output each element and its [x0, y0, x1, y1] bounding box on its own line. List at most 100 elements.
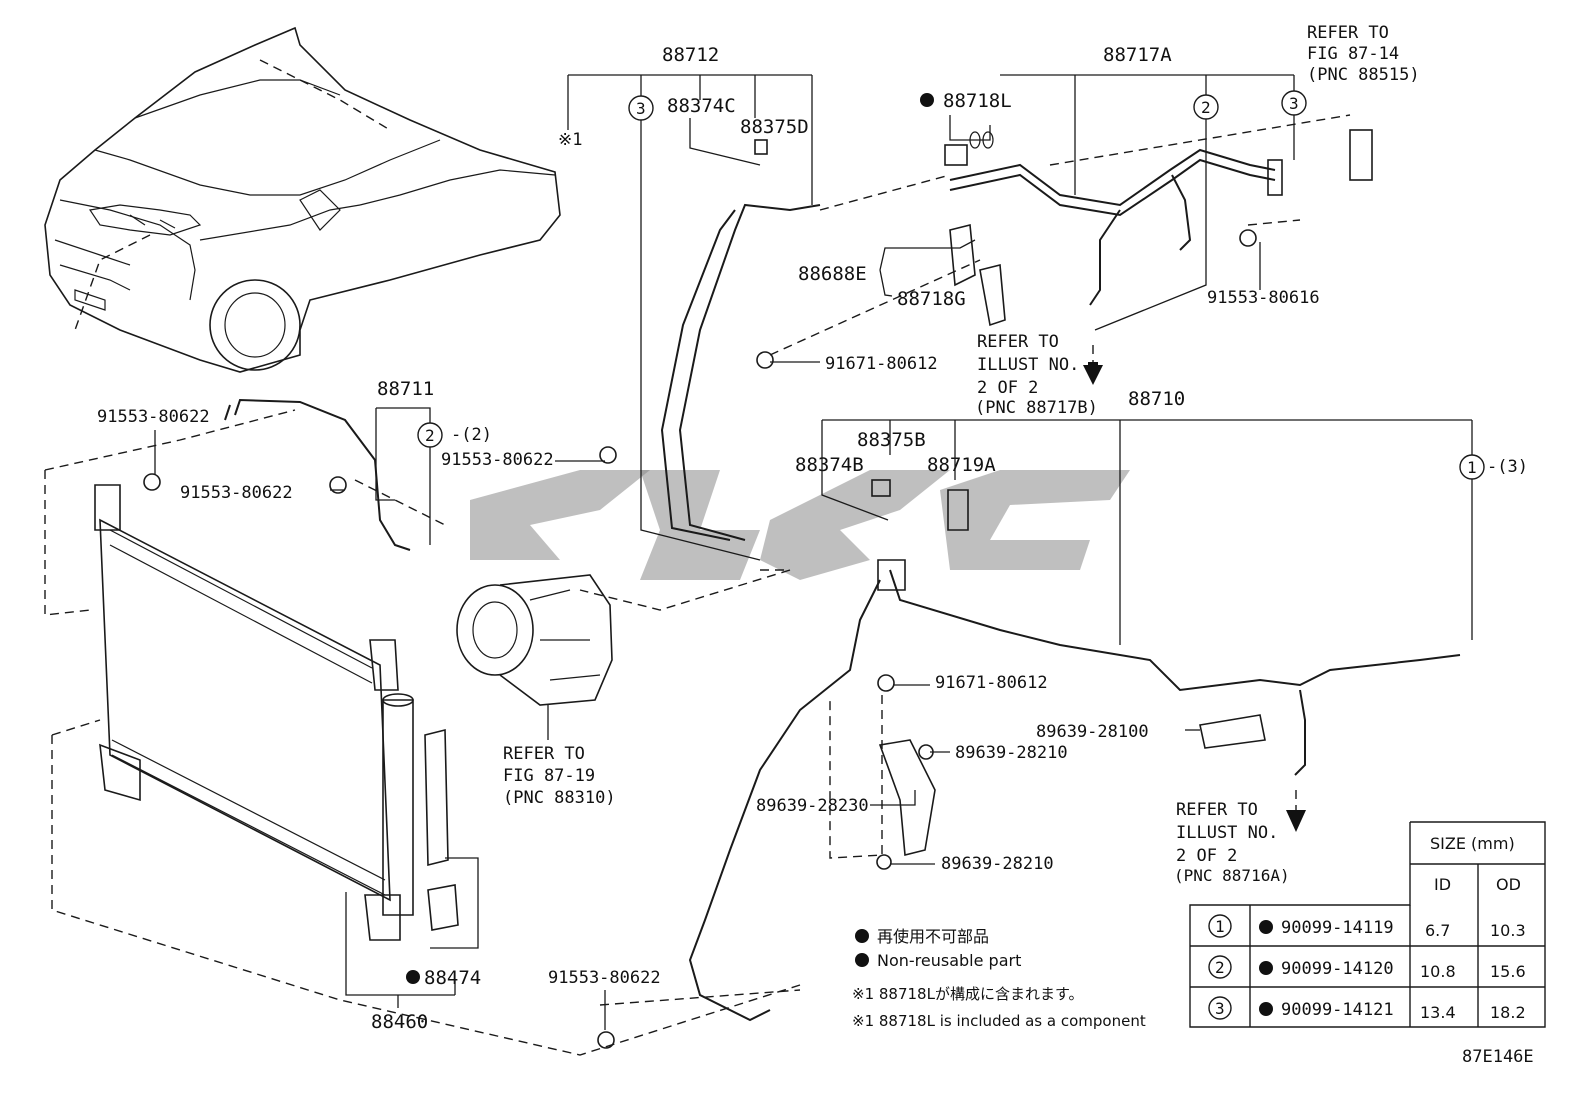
size-mark-3-a-text: 3: [636, 99, 646, 118]
bracket-89639-28230[interactable]: [878, 739, 936, 857]
non-reusable-dot-icon: [1259, 961, 1273, 975]
size-table-od-1: 10.3: [1490, 921, 1526, 940]
size-table-part-3[interactable]: 90099-14121: [1281, 1000, 1394, 1020]
tube-88717A[interactable]: [949, 148, 1276, 207]
refer-illust-b-line2: ILLUST NO.: [1176, 823, 1278, 843]
labels-top: 88712 88374C 88375D ※1 88717A 88718L REF…: [97, 23, 1528, 503]
non-reusable-dot-icon: [855, 953, 869, 967]
arrow-down-icon: [1083, 365, 1103, 385]
bracket-88688E[interactable]: [949, 223, 976, 287]
part-label-88688E[interactable]: 88688E: [798, 263, 867, 285]
part-label-88712[interactable]: 88712: [662, 44, 719, 66]
part-label-91553-80616[interactable]: 91553-80616: [1207, 288, 1320, 308]
part-label-89639-28100[interactable]: 89639-28100: [1036, 722, 1149, 742]
size-mark-1-a-text: 1: [1467, 458, 1477, 477]
bolt-91671-80612-a[interactable]: [756, 351, 774, 369]
part-label-88718L[interactable]: 88718L: [943, 90, 1012, 112]
part-label-91671-80612-a[interactable]: 91671-80612: [825, 354, 938, 374]
clamp-88718G[interactable]: [979, 263, 1006, 327]
bolt-91553-80622-b[interactable]: [329, 476, 347, 494]
size-table-mark-2: [1208, 955, 1232, 979]
part-label-88711[interactable]: 88711: [377, 378, 434, 400]
vehicle-illustration: [44, 26, 561, 373]
size-mark-2-a-text: 2: [1201, 98, 1211, 117]
part-label-88375D[interactable]: 88375D: [740, 116, 809, 138]
part-label-88719A[interactable]: 88719A: [927, 454, 996, 476]
refer-fig87-14-line3: (PNC 88515): [1307, 65, 1420, 85]
dryer-88474[interactable]: [427, 884, 459, 931]
cap-88375D[interactable]: [754, 139, 768, 155]
note1-en: ※1 88718L is included as a component: [852, 1012, 1146, 1030]
size-table-col-od: OD: [1496, 875, 1521, 894]
suction-hose-88712[interactable]: [678, 203, 821, 541]
part-label-89639-28210-a[interactable]: 89639-28210: [955, 743, 1068, 763]
tube-joint[interactable]: [1267, 159, 1283, 196]
part-label-89639-28210-b[interactable]: 89639-28210: [941, 854, 1054, 874]
refer-illust-a-line3: 2 OF 2: [977, 378, 1038, 398]
bolt-91553-80622-d[interactable]: [597, 1031, 615, 1049]
nut-89639-28210-a[interactable]: [918, 744, 934, 760]
size-table-mark-1-text: 1: [1215, 917, 1225, 936]
bolt-91671-80612-b[interactable]: [877, 674, 895, 692]
condenser-88460[interactable]: [94, 484, 414, 941]
size-table-id-2: 10.8: [1420, 962, 1456, 981]
refer-fig87-19-line1: REFER TO: [503, 744, 585, 764]
part-label-88374B[interactable]: 88374B: [795, 454, 864, 476]
refer-illust-b-line3: 2 OF 2: [1176, 846, 1237, 866]
liquid-tube-88710-lower[interactable]: [688, 579, 881, 1022]
cap-88375B[interactable]: [871, 479, 891, 497]
part-label-88375B[interactable]: 88375B: [857, 429, 926, 451]
part-label-88710[interactable]: 88710: [1128, 388, 1185, 410]
liquid-tube-88710[interactable]: [889, 569, 1461, 692]
bolt-91553-80622-c[interactable]: [599, 446, 617, 464]
pressure-switch-88719A[interactable]: [947, 489, 969, 531]
part-label-91553-80622-c[interactable]: 91553-80622: [441, 450, 554, 470]
bolt-91553-80622-a[interactable]: [143, 473, 161, 491]
note1-jp: ※1 88718Lが構成に含まれます。: [852, 985, 1083, 1003]
part-label-88374C[interactable]: 88374C: [667, 95, 736, 117]
bolt-91553-80616[interactable]: [1239, 229, 1257, 247]
arrow-down-icon: [1286, 810, 1306, 832]
discharge-hose-88711[interactable]: [234, 398, 411, 551]
circle-1-suffix: -(3): [1487, 457, 1528, 477]
part-label-88718G[interactable]: 88718G: [897, 288, 966, 310]
size-table-id-3: 13.4: [1420, 1003, 1456, 1022]
circle-2-suffix: -(2): [451, 425, 492, 445]
part-label-89639-28230[interactable]: 89639-28230: [756, 796, 869, 816]
non-reusable-dot-icon: [1259, 1002, 1273, 1016]
size-table-part-1[interactable]: 90099-14119: [1281, 918, 1394, 938]
size-table-id-1: 6.7: [1425, 921, 1450, 940]
labels-bottom: REFER TO FIG 87-19 (PNC 88310) 91671-806…: [371, 673, 1534, 1067]
filter-plate[interactable]: [424, 728, 449, 867]
part-label-88460[interactable]: 88460: [371, 1011, 428, 1033]
sensor-89639-28100[interactable]: [1199, 714, 1266, 749]
service-valve-88374B[interactable]: [877, 559, 906, 591]
part-label-91553-80622-b[interactable]: 91553-80622: [180, 483, 293, 503]
size-mark-3-b-text: 3: [1289, 94, 1299, 113]
part-label-91553-80622-a[interactable]: 91553-80622: [97, 407, 210, 427]
clamp-88718L[interactable]: [944, 144, 968, 166]
part-label-91671-80612-b[interactable]: 91671-80612: [935, 673, 1048, 693]
expansion-valve-88515[interactable]: [1349, 129, 1373, 181]
size-table-title: SIZE (mm): [1430, 834, 1515, 853]
compressor[interactable]: [456, 574, 613, 706]
size-table-part-2[interactable]: 90099-14120: [1281, 959, 1394, 979]
assembly-dash-lines: [44, 114, 1351, 1056]
size-table-mark-3-text: 3: [1215, 999, 1225, 1018]
refer-fig87-19-line2: FIG 87-19: [503, 766, 595, 786]
part-label-88717A[interactable]: 88717A: [1103, 44, 1172, 66]
part-label-88474[interactable]: 88474: [424, 967, 481, 989]
size-table-mark-2-text: 2: [1215, 958, 1225, 977]
size-table-od-3: 18.2: [1490, 1003, 1526, 1022]
size-table-col-id: ID: [1434, 875, 1451, 894]
leader-lines: [154, 74, 1473, 1030]
non-reusable-dot-icon: [920, 93, 934, 107]
watermark-logo: [470, 470, 1130, 580]
part-label-91553-80622-d[interactable]: 91553-80622: [548, 968, 661, 988]
size-table: SIZE (mm) ID OD 1 90099-14119 6.7 10.3 2…: [1189, 821, 1546, 1028]
nut-89639-28210-b[interactable]: [876, 854, 892, 870]
legend-en: Non-reusable part: [877, 951, 1021, 970]
reference-arrows: [1083, 362, 1306, 832]
